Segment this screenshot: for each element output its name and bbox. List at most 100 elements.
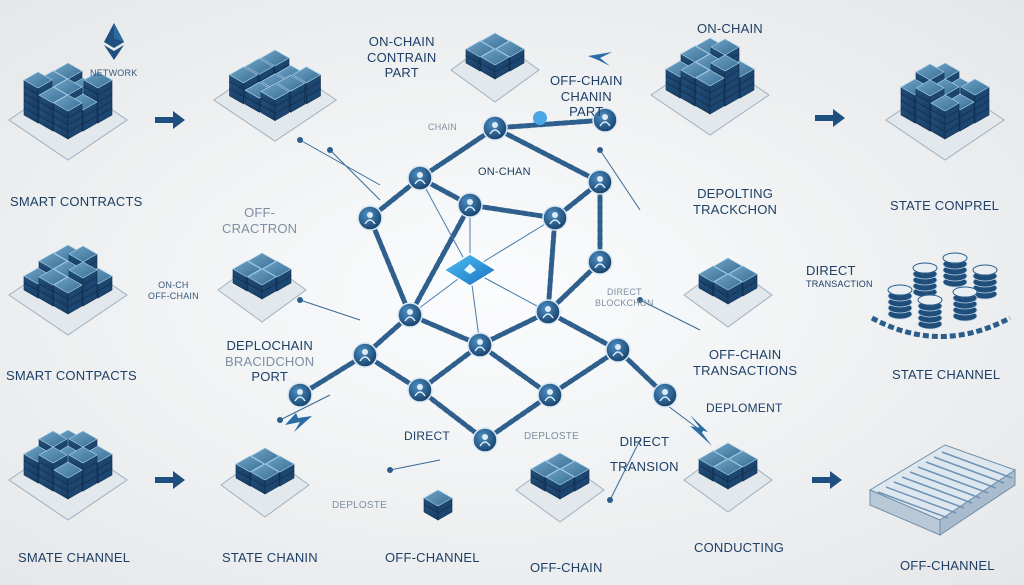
label-line: PORT [251,369,289,385]
connection-dot [387,467,393,473]
connection-line [299,139,381,186]
user-node [587,169,613,195]
server-clusters [8,32,1017,536]
user-icon [482,434,488,440]
label-line: PART [569,104,604,120]
label-off-cractron: OFF- CRACTRON [222,205,297,236]
chain-link [545,215,558,315]
chain-link [545,309,621,353]
user-icon [417,172,423,178]
flow-arrows [155,52,845,489]
label-line: OFF- [244,205,276,220]
server-cluster-bottom-left [8,429,128,521]
connection-line [469,217,556,271]
user-icon [597,176,603,182]
label-line: BRACIDCHON [225,353,315,369]
label-state-conprel: STATE CONPREL [890,198,1000,213]
label-chain: CHAIN [428,122,458,132]
arrow-right-icon [155,471,185,489]
server-cluster-top-left [8,62,128,161]
connection-dot [277,417,283,423]
label-on-ch-off-chain: ON-CH OFF-CHAIN [148,280,199,302]
chain-link [477,342,553,398]
label-line: DIRECT [607,287,642,297]
arrow-pointer-icon [588,52,612,66]
user-node [467,332,493,358]
chain-link [547,347,621,398]
user-icon [492,122,498,128]
user-node [472,427,498,453]
label-depolting-trackchon: DEPOLTING TRACKCHON [693,186,777,217]
chain-link [367,215,413,318]
label-direct-transaction: DIRECT TRANSACTION [806,263,873,289]
label-line: DIRECT [806,263,856,278]
label-line: DEPOLTING [697,186,774,201]
user-icon [297,389,303,395]
user-node [652,382,678,408]
connection-line [599,149,641,211]
label-state-channel-right: STATE CHANNEL [892,367,1001,382]
user-node [537,382,563,408]
chain-link [492,117,608,131]
user-node [457,192,483,218]
label-line: ON-CHAIN [368,34,435,49]
user-node [287,382,313,408]
chain-link [417,387,488,443]
connection-line [419,177,471,271]
connection-line [609,439,641,501]
label-line: OFF-CHAIN [708,347,782,362]
user-icon [362,349,368,355]
label-off-chain-transactions: OFF-CHAIN TRANSACTIONS [693,347,797,378]
arrow-right-icon [815,109,845,127]
ledger-slab [868,444,1017,536]
label-line: OFF-CHAIN [550,73,623,88]
label-direct-transion: DIRECT TRANSION [610,430,679,479]
label-off-chain-part: OFF-CHAIN CHANIN PART [550,73,623,120]
central-hub-node [442,253,498,287]
label-smate-channel: SMATE CHANNEL [18,550,131,565]
label-deploste-mid: DEPLOSTE [524,431,579,442]
label-off-chain-bottom: OFF-CHAIN [530,560,603,575]
label-off-channel-right: OFF-CHANNEL [900,558,995,573]
user-node [587,249,613,275]
chain-link [417,125,498,181]
chain-link [492,125,603,185]
server-cluster-top-right [650,37,770,136]
label-line: TRACKCHON [693,201,778,217]
label-smart-contracts: SMART CONTRACTS [10,194,143,209]
chain-link [407,202,473,318]
user-icon [545,306,551,312]
user-icon [552,212,558,218]
label-conducting: CONDUCTING [694,540,785,555]
server-cluster-far-right [885,62,1005,161]
connection-dot [327,147,333,153]
server-cluster-bottom-center [220,447,310,518]
connection-line [639,299,701,331]
connection-line [389,459,441,471]
user-icon [407,309,413,315]
connection-dot [607,497,613,503]
label-on-chan: ON-CHAN [478,166,531,178]
user-icon [417,384,423,390]
user-node [397,302,423,328]
server-cluster-mid-left [8,244,128,336]
user-icon [367,212,373,218]
label-line: CONTRAIN [367,49,437,65]
label-line: CRACTRON [222,220,298,236]
user-node [352,342,378,368]
label-smart-contpacts: SMART CONTPACTS [6,368,137,383]
server-cluster-top-center [212,49,338,142]
label-deploste-bottom: DEPLOSTE [332,500,387,511]
user-icon [662,389,668,395]
coin-stacks [870,252,1012,339]
label-line: TRANSION [610,458,679,474]
user-node [592,107,618,133]
single-server-box [423,489,453,521]
arrow-right-icon [812,471,842,489]
user-icon [477,339,483,345]
label-line: PART [384,65,419,81]
arrow-right-icon [155,111,185,129]
user-node [482,115,508,141]
ethereum-icon [464,264,476,274]
